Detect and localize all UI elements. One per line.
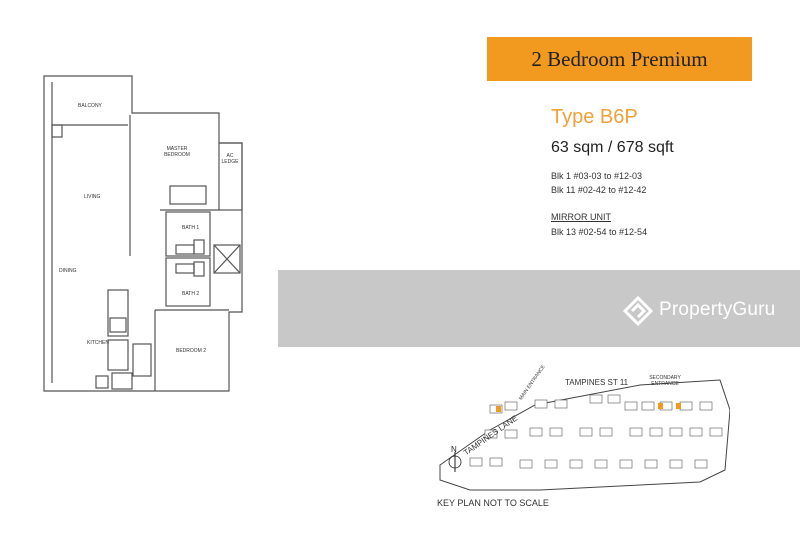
keyplan-secondary-entrance: SECONDARY ENTRANCE [649, 375, 681, 387]
room-label-living: LIVING [84, 194, 101, 200]
keyplan-road-top: TAMPINES ST 11 [565, 378, 629, 387]
block-range-1: Blk 1 #03-03 to #12-03 [551, 171, 643, 181]
key-plan [439, 379, 730, 491]
room-label-balcony: BALCONY [78, 103, 102, 109]
room-label-master-bedroom: MASTER BEDROOM [164, 146, 190, 158]
unit-area: 63 sqm / 678 sqft [551, 139, 674, 156]
room-label-bath1: BATH 1 [182, 225, 200, 231]
room-label-dining: DINING [59, 268, 77, 274]
keyplan-note: KEY PLAN NOT TO SCALE [437, 498, 549, 508]
unit-type-title: Type B6P [551, 106, 638, 128]
propertyguru-logo-icon [622, 295, 654, 327]
room-label-ac-ledge: AC LEDGE [221, 153, 239, 165]
room-label-kitchen: KITCHEN [87, 340, 109, 346]
mirror-block-range: Blk 13 #02-54 to #12-54 [551, 227, 648, 237]
room-label-bath2: BATH 2 [182, 291, 200, 297]
propertyguru-watermark-text: PropertyGuru [659, 299, 776, 320]
block-range-2: Blk 11 #02-42 to #12-42 [551, 185, 647, 195]
room-label-bedroom2: BEDROOM 2 [176, 348, 207, 354]
unit-category-title: 2 Bedroom Premium [487, 37, 752, 81]
keyplan-north-label: N [451, 445, 457, 454]
watermark-band [278, 270, 800, 347]
mirror-unit-title: MIRROR UNIT [551, 212, 611, 222]
